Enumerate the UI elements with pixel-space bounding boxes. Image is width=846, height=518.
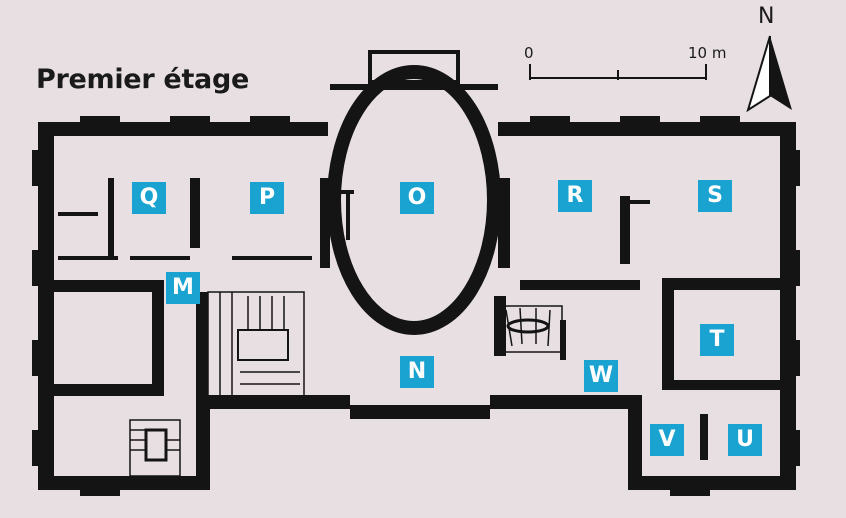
window-piers [32, 116, 800, 496]
oval-salon-walls [327, 50, 501, 335]
room-label-r: R [558, 180, 592, 212]
staircase-main [207, 291, 305, 397]
room-label-t: T [700, 324, 734, 356]
staircase-east [495, 305, 563, 353]
room-label-q: Q [132, 182, 166, 214]
interior-walls [54, 178, 780, 460]
room-label-w: W [584, 360, 618, 392]
staircase-south [129, 419, 181, 477]
scale-bar [529, 64, 707, 80]
room-label-p: P [250, 182, 284, 214]
scale-end-label: 10 m [688, 44, 727, 62]
scale-start-label: 0 [524, 44, 534, 62]
outer-walls [38, 122, 796, 490]
plan-title: Premier étage [36, 64, 250, 95]
room-label-o: O [400, 182, 434, 214]
room-label-v: V [650, 424, 684, 456]
room-label-s: S [698, 180, 732, 212]
room-label-u: U [728, 424, 762, 456]
room-label-m: M [166, 272, 200, 304]
north-arrow-icon [746, 35, 792, 113]
room-label-n: N [400, 356, 434, 388]
north-label: N [758, 4, 775, 29]
